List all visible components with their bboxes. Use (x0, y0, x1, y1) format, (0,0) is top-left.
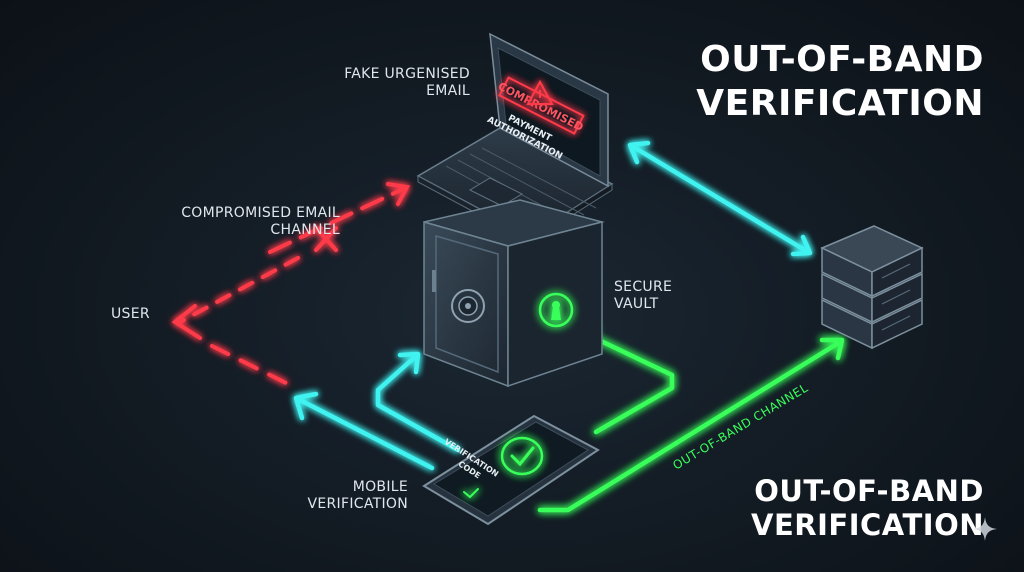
compromised-path (171, 182, 411, 387)
mobile-verification-label: MOBILE VERIFICATION (290, 479, 408, 513)
page-title-repeat-line2: VERIFICATION (751, 508, 984, 542)
keyhole-icon (538, 292, 574, 328)
fake-email-line1: FAKE URGENISED (344, 66, 470, 82)
vault-icon (423, 199, 605, 388)
checkmark-icon (463, 436, 544, 499)
compromised-channel-line1: COMPROMISED EMAIL (181, 205, 340, 221)
compromised-channel-line2: CHANNEL (270, 222, 340, 238)
server-icon (820, 225, 924, 350)
cyan-paths (293, 140, 813, 471)
sparkle-icon (973, 517, 997, 541)
oob-channel-label: OUT-OF-BAND CHANNEL (670, 381, 810, 473)
secure-vault-line1: SECURE (614, 279, 673, 295)
fake-email-label: FAKE URGENISED EMAIL (300, 66, 470, 100)
page-title-repeat: OUT-OF-BAND VERIFICATION (751, 474, 984, 542)
user-label: USER (111, 306, 150, 322)
mobile-verification-line1: MOBILE (352, 479, 408, 495)
secure-vault-label: SECURE VAULT (614, 279, 672, 313)
fake-email-line2: EMAIL (426, 83, 470, 99)
page-title: OUT-OF-BAND VERIFICATION (696, 38, 984, 126)
mobile-verification-line2: VERIFICATION (307, 496, 408, 512)
warning-icon (526, 79, 554, 105)
secure-vault-line2: VAULT (614, 296, 659, 312)
page-title-line2: VERIFICATION (696, 83, 984, 124)
page-title-repeat-line1: OUT-OF-BAND (754, 474, 984, 508)
page-title-line1: OUT-OF-BAND (700, 39, 984, 80)
compromised-channel-label: COMPROMISED EMAIL CHANNEL (150, 205, 340, 239)
